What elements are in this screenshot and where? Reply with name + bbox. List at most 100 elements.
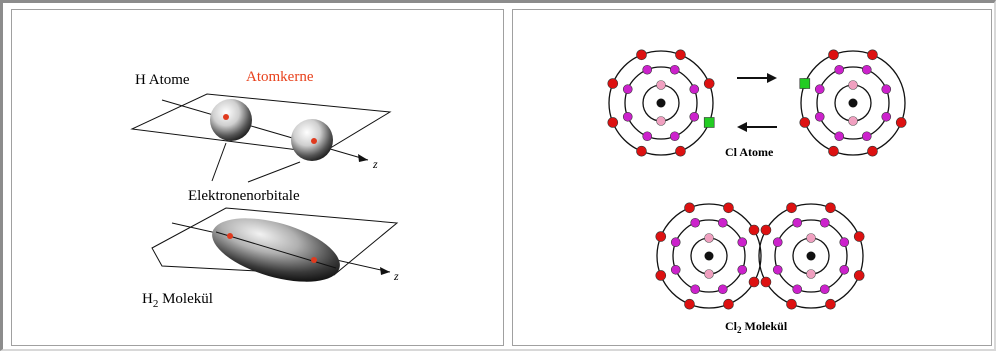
- cl2-atom-right-outer-electron-5: [825, 298, 836, 310]
- cl-atoms-group: [607, 49, 907, 310]
- cl2-atom-left-inner-electron-1: [704, 233, 714, 243]
- h2-nucleus-right: [311, 257, 317, 263]
- cl2-atom-left-nucleus: [704, 251, 714, 261]
- bottom-axis-arrow: [380, 267, 390, 275]
- cl-atom-right-outer-electron-1: [828, 49, 839, 61]
- cl2-atom-right-middle-electron-4: [819, 284, 830, 295]
- cl-atom-right-inner-electron-2: [848, 116, 858, 126]
- cl-atom-right-outer-electron-4: [867, 145, 878, 157]
- h-atom-sphere-left: [210, 99, 252, 141]
- cl2-atom-left-middle-electron-8: [690, 217, 701, 228]
- cl2-atom-left-outer-electron-8: [655, 231, 667, 242]
- cl2-atom-right-outer-electron-1: [786, 202, 797, 214]
- cl2-atom-left-middle-electron-7: [670, 237, 681, 248]
- cl2-atom-right-nucleus: [806, 251, 816, 261]
- cl-atom-right-outer-electron-3: [895, 117, 907, 128]
- cl-atom-left-outer-electron-5: [636, 145, 647, 157]
- cl-atom-right-outer-electron-6: [799, 117, 811, 128]
- h-atoms-label: H Atome: [135, 72, 190, 88]
- cl-atom-left-middle-electron-4: [669, 131, 680, 142]
- cl-atom-left-outer-electron-4: [675, 145, 686, 157]
- cl-atom-right-middle-electron-3: [881, 111, 892, 122]
- cl2-atom-left-outer-electron-2: [723, 202, 734, 214]
- cl-atom-left-middle-electron-1: [669, 64, 680, 75]
- h2-diagram-panel: z H Atome Atomkerne Elektronenorbitale z: [11, 9, 504, 346]
- cl2-atom-right-outer-electron-2: [825, 202, 836, 214]
- cl2-molecule-label: Cl2 Molekül: [725, 319, 788, 335]
- cl-atom-left-shell-2: [624, 66, 698, 140]
- cl2-atom-right-outer-electron-7: [760, 276, 772, 288]
- cl2-atom-left-middle-electron-5: [690, 284, 701, 295]
- cl-atom-left-middle-electron-2: [689, 84, 700, 95]
- cl-atom-right-middle-electron-4: [861, 131, 872, 142]
- cl2-atom-right-outer-electron-6: [786, 298, 797, 310]
- h2-orbital-diagram: z H Atome Atomkerne Elektronenorbitale z: [130, 69, 399, 310]
- cl-atom-left-outer-electron-7: [607, 78, 619, 89]
- cl-atom-right-middle-electron-6: [814, 111, 825, 122]
- cl2-atom-left-middle-electron-3: [737, 264, 748, 275]
- cl-atom-left-shell-3: [608, 50, 714, 156]
- cl2-atom-left-shell-2: [672, 219, 746, 293]
- cl2-atom-left-inner-electron-2: [704, 269, 714, 279]
- cl2-atom-left-outer-electron-3: [748, 224, 760, 236]
- nucleus-dot-left: [223, 114, 229, 120]
- cl2-atom-left-middle-electron-4: [717, 284, 728, 295]
- cl2-atom-right-outer-electron-3: [853, 231, 865, 242]
- cl-atom-right-outer-electron-5: [828, 145, 839, 157]
- cl-atom-left-middle-electron-5: [642, 131, 653, 142]
- cl2-atom-right-middle-electron-6: [772, 264, 783, 275]
- cl-atom-left-middle-electron-7: [622, 84, 633, 95]
- nucleus-dot-right: [311, 138, 317, 144]
- cl-atom-right-shell-2: [816, 66, 890, 140]
- cl-atom-left-transfer-electron: [703, 117, 715, 128]
- cl-atom-right-shell-3: [800, 50, 906, 156]
- pointer-line-left: [211, 142, 227, 182]
- cl-atom-left-inner-electron-1: [656, 80, 666, 90]
- cl-atom-left-middle-electron-8: [642, 64, 653, 75]
- bottom-axis-label: z: [393, 269, 399, 283]
- cl-atom-left-outer-electron-3: [703, 78, 715, 89]
- h2-molecule-label: H2 Molekül: [142, 291, 213, 310]
- orbitals-label: Elektronenorbitale: [188, 188, 300, 204]
- cl2-atom-left-middle-electron-2: [737, 237, 748, 248]
- cl2-atom-right-outer-electron-8: [760, 224, 772, 236]
- cl2-atom-right-middle-electron-8: [792, 217, 803, 228]
- cl2-atom-left-middle-electron-6: [670, 264, 681, 275]
- cl2-atom-right-inner-electron-1: [806, 233, 816, 243]
- cl-atom-left-nucleus: [656, 98, 666, 108]
- cl-atom-right-middle-electron-2: [881, 84, 892, 95]
- bottom-plane: [151, 207, 399, 276]
- cl2-atom-right-middle-electron-3: [839, 264, 850, 275]
- cl-atom-left-middle-electron-3: [689, 111, 700, 122]
- cl2-atom-right-middle-electron-7: [772, 237, 783, 248]
- cl-atom-right-nucleus: [848, 98, 858, 108]
- cl-atoms-label: Cl Atome: [725, 145, 774, 159]
- h2-nucleus-left: [227, 233, 233, 239]
- top-axis-label: z: [372, 157, 378, 171]
- cl2-diagram-panel: Cl Atome Cl2 Molekül: [512, 9, 992, 346]
- cl2-atom-left-outer-electron-5: [723, 298, 734, 310]
- cl2-atom-left-shell-3: [656, 203, 762, 309]
- cl2-atom-left-outer-electron-4: [748, 276, 760, 288]
- cl2-electron-shell-diagram: Cl Atome Cl2 Molekül: [607, 49, 907, 335]
- cl-atom-right-outer-electron-2: [867, 49, 878, 61]
- cl-atom-right-middle-electron-5: [834, 131, 845, 142]
- cl-atom-left-outer-electron-2: [675, 49, 686, 61]
- top-z-axis: [161, 99, 369, 161]
- cl-atom-right-middle-electron-1: [861, 64, 872, 75]
- cl-atom-left-inner-electron-2: [656, 116, 666, 126]
- cl-atom-left-outer-electron-6: [607, 117, 619, 128]
- cl2-atom-right-outer-electron-4: [853, 270, 865, 281]
- cl2-atom-right-shell-3: [758, 203, 864, 309]
- cl-atom-left-middle-electron-6: [622, 111, 633, 122]
- cl2-atom-left-middle-electron-1: [717, 217, 728, 228]
- cl-atom-right-inner-electron-1: [848, 80, 858, 90]
- cl-atom-right-middle-electron-8: [834, 64, 845, 75]
- cl2-atom-right-middle-electron-5: [792, 284, 803, 295]
- nuclei-label: Atomkerne: [246, 69, 314, 85]
- cl-atom-left-outer-electron-1: [636, 49, 647, 61]
- arrow-left-head: [737, 122, 747, 132]
- cl2-atom-left-outer-electron-1: [684, 202, 695, 214]
- top-axis-arrow: [358, 154, 368, 162]
